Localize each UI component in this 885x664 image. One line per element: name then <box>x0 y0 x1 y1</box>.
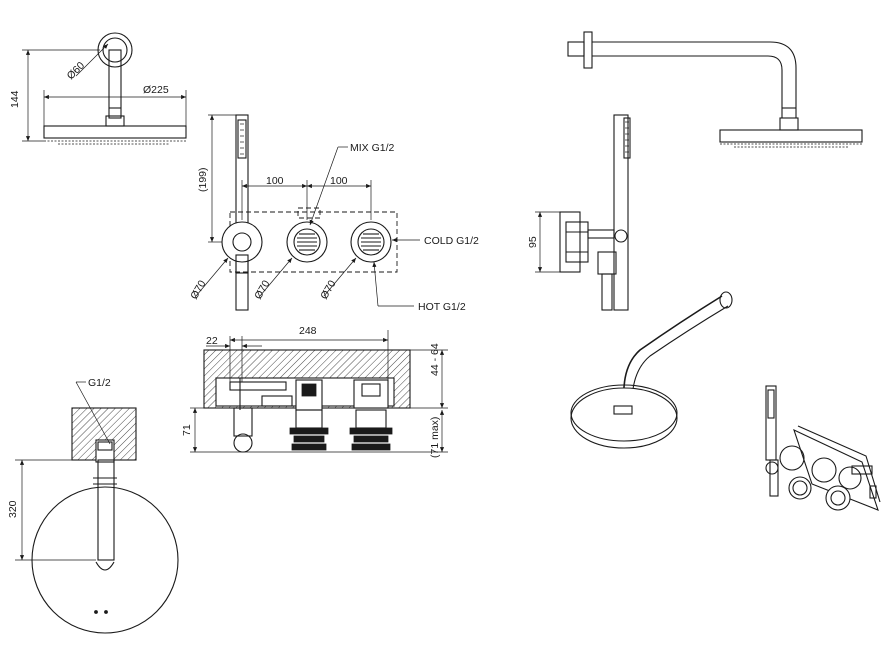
dim-100-left-label: 100 <box>266 175 284 187</box>
g12-callout: G1/2 <box>88 377 111 389</box>
dim-70-c-label: Ø70 <box>318 278 338 301</box>
dim-100-right-label: 100 <box>330 175 348 187</box>
mix-callout: MIX G1/2 <box>350 142 395 154</box>
valve-perspective <box>765 385 881 511</box>
shower-head-perspective <box>570 291 733 449</box>
dim-70-a-label: Ø70 <box>188 278 208 301</box>
dim-71-max-label: (71 max) <box>429 417 441 458</box>
hot-callout: HOT G1/2 <box>418 301 466 313</box>
shower-head-side-view <box>22 32 187 145</box>
dim-22-label: 22 <box>206 335 218 347</box>
dim-225-label: Ø225 <box>143 84 169 96</box>
cold-callout: COLD G1/2 <box>424 235 479 247</box>
dim-199-label: (199) <box>197 167 209 192</box>
dim-320-label: 320 <box>7 500 19 518</box>
dim-71-label: 71 <box>181 424 193 436</box>
dim-144-label: 144 <box>9 90 21 108</box>
dim-248-label: 248 <box>299 325 317 337</box>
dim-95-label: 95 <box>527 236 539 248</box>
dim-44-64-label: 44 - 64 <box>429 343 441 376</box>
valve-front-view <box>195 114 420 311</box>
shower-arm-side-view <box>567 31 863 148</box>
valve-side-view <box>535 114 631 311</box>
dim-70-b-label: Ø70 <box>252 278 272 301</box>
dim-60-label: Ø60 <box>65 59 88 82</box>
valve-section-view <box>190 330 448 453</box>
round-head-front-view <box>15 381 179 634</box>
